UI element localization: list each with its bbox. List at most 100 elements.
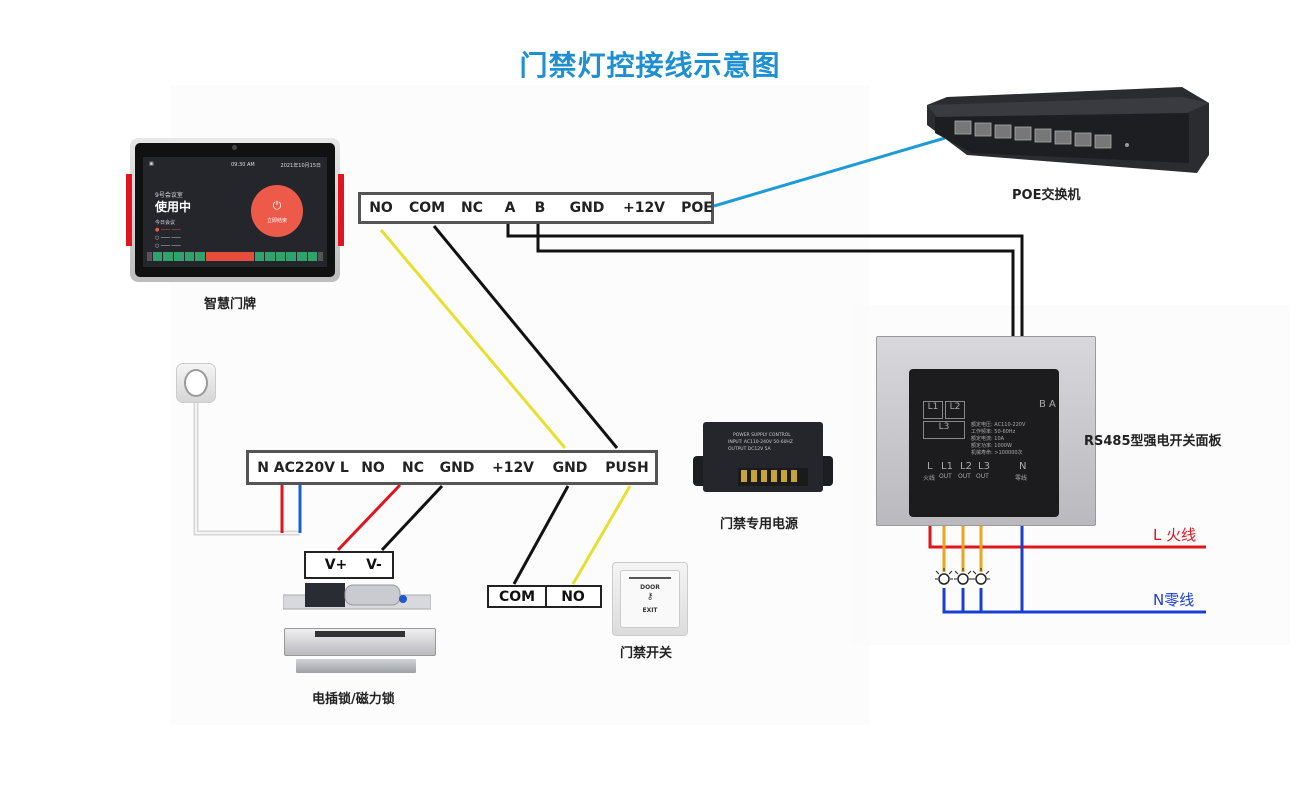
panel-term-n: N	[1019, 461, 1027, 472]
power-icon: ⏻	[272, 199, 282, 212]
camera-icon	[232, 145, 237, 150]
terminal-gnd: GND	[569, 200, 605, 216]
terminal-nc: NC	[402, 459, 424, 476]
poe-switch-caption: POE交换机	[1012, 188, 1081, 203]
panel-terminal-b: B	[1039, 399, 1046, 410]
terminal-12v: +12V	[622, 200, 666, 216]
lock-vminus-wire	[380, 484, 444, 552]
terminal-gnd-2: GND	[552, 459, 588, 476]
switch-panel-caption: RS485型强电开关面板	[1084, 434, 1222, 449]
armature-plate	[296, 659, 416, 673]
power-supply-caption: 门禁专用电源	[720, 517, 799, 532]
no-to-gnd-wire	[379, 229, 567, 449]
magnetic-lock	[284, 628, 436, 656]
tablet-screen: ▣ 09:30 AM 2021年10月15日 9号会议室 使用中 今日会议 ● …	[143, 157, 327, 267]
com-to-push-wire	[432, 225, 619, 449]
lamp-icon-3	[972, 568, 990, 585]
terminal-nc: NC	[461, 200, 483, 216]
terminal-divider	[545, 587, 547, 606]
lamp-icon-2	[954, 568, 972, 585]
live-line-label: L 火线	[1153, 526, 1197, 544]
panel-term-l: L	[927, 461, 933, 472]
panel-spec: 额定电流: 10A	[971, 436, 1005, 442]
end-meeting-button[interactable]: ⏻ 立即结束	[251, 185, 303, 237]
psu-label-line-1: POWER SUPPLY CONTROL	[733, 432, 791, 438]
panel-zone-l3: L3	[923, 421, 965, 439]
panel-term-l1: L1	[941, 461, 953, 472]
rs485-a-wire	[506, 222, 1024, 378]
poe-network-cable	[713, 136, 946, 208]
panel-term-l3: L3	[978, 461, 990, 472]
terminal-12v: +12V	[491, 459, 535, 476]
terminal-no: NO	[369, 200, 393, 216]
end-meeting-label: 立即结束	[266, 218, 287, 224]
terminal-com: COM	[498, 588, 536, 605]
psu-label-line-3: OUTPUT DC12V 5A	[728, 446, 771, 452]
terminal-no: NO	[561, 588, 585, 605]
rs485-b-wire	[536, 222, 1015, 378]
terminal-a: A	[504, 200, 516, 216]
panel-term-n-sub: 零线	[1015, 475, 1028, 482]
panel-term-l1-sub: OUT	[939, 473, 952, 480]
panel-term-l3-sub: OUT	[976, 473, 989, 480]
terminal-vplus: V+	[324, 557, 348, 573]
exit-button-exit-text: EXIT	[642, 607, 658, 614]
diagram-title: 门禁灯控接线示意图	[519, 49, 781, 82]
lock-vplus-wire	[336, 483, 402, 552]
terminal-b: B	[534, 200, 546, 216]
screen-status: 使用中	[155, 200, 192, 214]
button-no-wire	[571, 485, 632, 585]
panel-term-l-sub: 火线	[923, 475, 936, 482]
neutral-line-label: N零线	[1153, 591, 1195, 609]
door-plate-terminal-block: NO COM NC A B GND +12V POE	[358, 192, 714, 224]
tablet-red-side-left	[126, 174, 132, 246]
panel-term-l2-sub: OUT	[958, 473, 971, 480]
screen-room: 9号会议室	[155, 192, 183, 199]
key-icon: ⚷	[646, 592, 654, 602]
power-terminal-block: N AC220V L NO NC GND +12V GND PUSH	[246, 450, 658, 485]
electric-bolt-lock	[283, 583, 431, 610]
screen-time: 09:30 AM	[231, 162, 255, 168]
terminal-ac220v: N AC220V L	[257, 459, 349, 476]
exit-button-caption: 门禁开关	[620, 646, 673, 661]
terminal-vminus: V-	[366, 557, 382, 573]
panel-spec: 工作频率: 50-60Hz	[971, 429, 1016, 435]
access-power-supply: POWER SUPPLY CONTROL INPUT: AC110-240V 5…	[693, 422, 833, 492]
booking-timeline[interactable]	[147, 252, 324, 261]
door-exit-button[interactable]: DOOR ⚷ EXIT	[612, 562, 688, 636]
screen-date: 2021年10月15日	[280, 163, 321, 169]
panel-spec: 额定电压: AC110-220V	[971, 422, 1026, 428]
terminal-push: PUSH	[605, 459, 649, 476]
smart-door-plate: ▣ 09:30 AM 2021年10月15日 9号会议室 使用中 今日会议 ● …	[126, 138, 344, 282]
lamp-icon-1	[935, 568, 953, 585]
rs485-switch-panel: B A L1 L2 L3 额定电压: AC110-220V 工作频率: 50-6…	[876, 336, 1096, 526]
panel-terminal-a: A	[1049, 399, 1056, 410]
button-com-wire	[512, 485, 570, 585]
tablet-red-side-right	[338, 174, 344, 246]
terminal-gnd: GND	[439, 459, 475, 476]
panel-zone-l1: L1	[923, 401, 943, 419]
tablet-bezel: ▣ 09:30 AM 2021年10月15日 9号会议室 使用中 今日会议 ● …	[135, 143, 335, 277]
screen-agenda-row: ○ ─── ───	[155, 243, 181, 249]
panel-zone-l2: L2	[945, 401, 965, 419]
panel-spec: 机械寿命: >100000次	[971, 450, 1023, 456]
wall-socket-icon	[176, 363, 216, 403]
terminal-poe: POE	[681, 200, 713, 216]
terminal-com: COM	[408, 200, 446, 216]
button-terminal-block: COM NO	[487, 585, 602, 608]
screen-logo: ▣	[149, 161, 154, 167]
screen-agenda-row: ○ ─── ───	[155, 235, 181, 241]
exit-button-door-text: DOOR	[640, 584, 660, 591]
lock-terminal-block: V+ V-	[304, 551, 394, 579]
panel-spec: 额定功率: 1000W	[971, 443, 1012, 449]
screen-agenda-row: ● ─── ───	[155, 227, 181, 233]
poe-switch	[927, 87, 1209, 173]
lamp-return-wires	[942, 588, 1022, 614]
lock-caption: 电插锁/磁力锁	[312, 692, 395, 707]
plug-icon	[184, 369, 208, 397]
mains-cable-core	[195, 400, 300, 534]
door-plate-caption: 智慧门牌	[204, 297, 257, 312]
terminal-no: NO	[361, 459, 385, 476]
psu-label-line-2: INPUT: AC110-240V 50-60HZ	[728, 439, 793, 445]
